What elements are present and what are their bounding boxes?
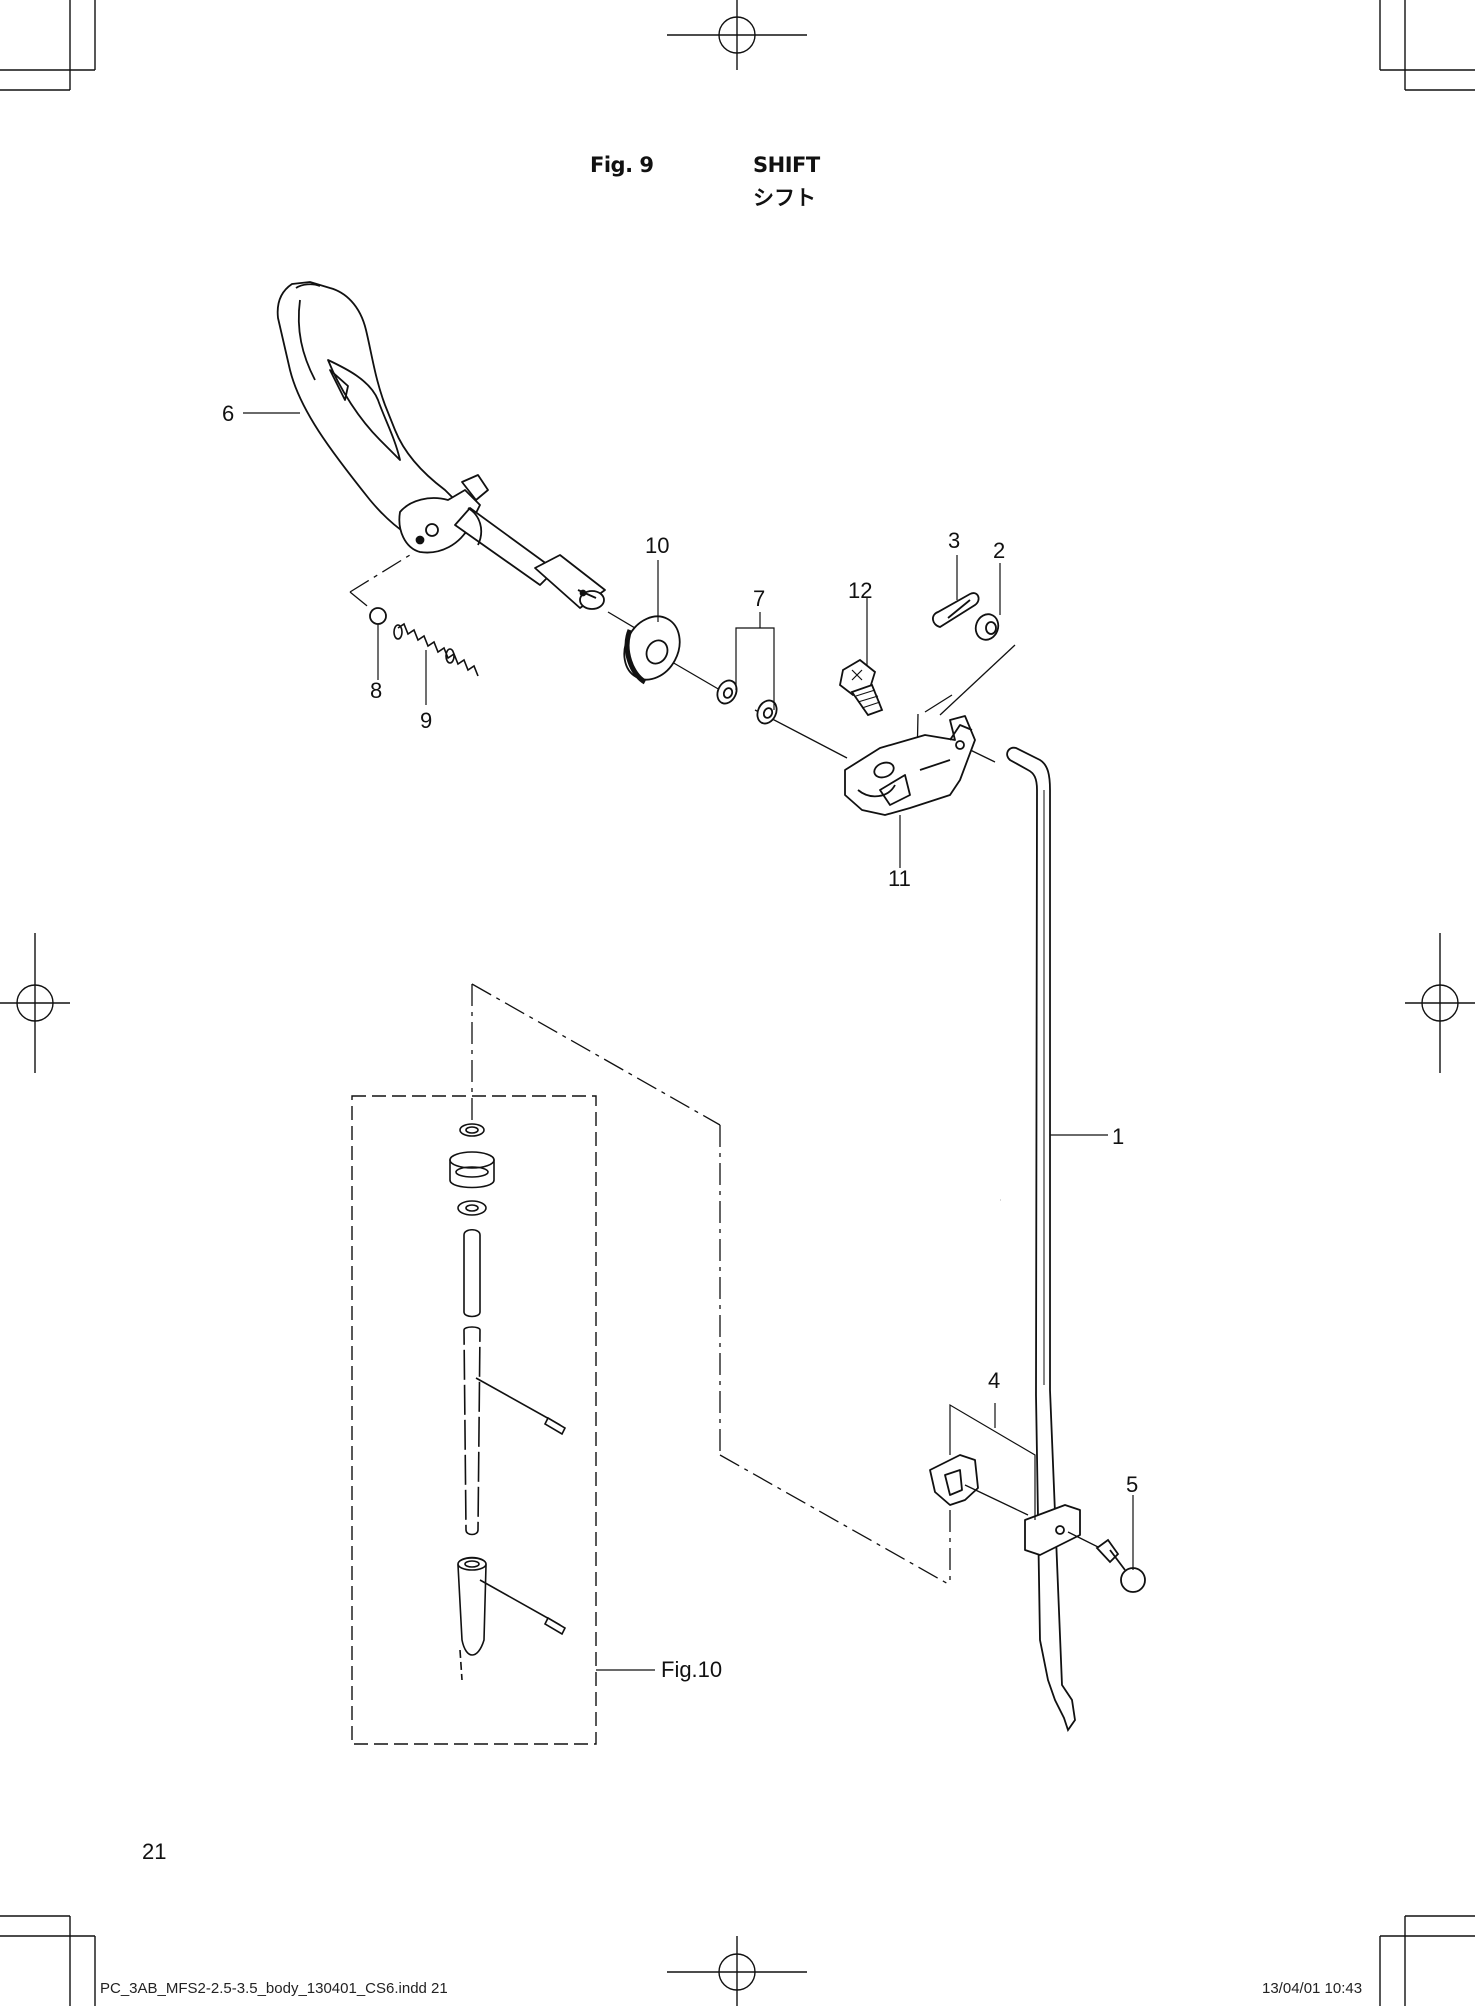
callout-3: 3 <box>948 528 961 553</box>
callout-4: 4 <box>988 1368 1001 1393</box>
cotter-pin-3 <box>932 592 980 628</box>
callout-1: 1 <box>1112 1124 1125 1149</box>
callout-6: 6 <box>222 401 235 426</box>
callout-2: 2 <box>993 538 1006 563</box>
callout-11: 11 <box>888 866 911 891</box>
spring-9 <box>393 622 479 677</box>
callout-10: 10 <box>645 533 670 558</box>
fig10-parts <box>449 1123 567 1681</box>
screw-12 <box>839 658 884 717</box>
rod-clamp-4 <box>929 1454 1081 1556</box>
washer-7 <box>716 679 778 725</box>
clamp-leaders <box>964 1484 1101 1549</box>
bracket-4 <box>949 1403 1036 1520</box>
callout-leaders <box>243 412 1108 1671</box>
callout-12: 12 <box>848 578 873 603</box>
washer-10 <box>623 615 681 685</box>
footer-filename: PC_3AB_MFS2-2.5-3.5_body_130401_CS6.indd… <box>100 1980 448 1997</box>
figure-title-jp: シフト <box>753 186 816 210</box>
ball-8 <box>369 607 387 625</box>
footer-timestamp: 13/04/01 10:43 <box>1262 1980 1363 1997</box>
fig10-reference: Fig.10 <box>661 1657 723 1682</box>
figure-title: SHIFT <box>753 153 820 177</box>
fig10-dashed-box <box>351 1095 597 1745</box>
callout-8: 8 <box>370 678 383 703</box>
page-number: 21 <box>142 1839 167 1864</box>
bolt-5 <box>1095 1538 1146 1593</box>
callout-5: 5 <box>1126 1472 1139 1497</box>
bracket-7 <box>735 612 775 710</box>
shift-arm-11 <box>844 715 976 816</box>
shift-lever-handle <box>276 281 606 610</box>
callout-7: 7 <box>753 586 766 611</box>
figure-number: Fig. 9 <box>590 153 654 177</box>
shift-rod-1 <box>1006 746 1076 1732</box>
collar-2 <box>974 613 1000 641</box>
phantom-lines <box>349 554 951 1586</box>
callout-9: 9 <box>420 708 433 733</box>
